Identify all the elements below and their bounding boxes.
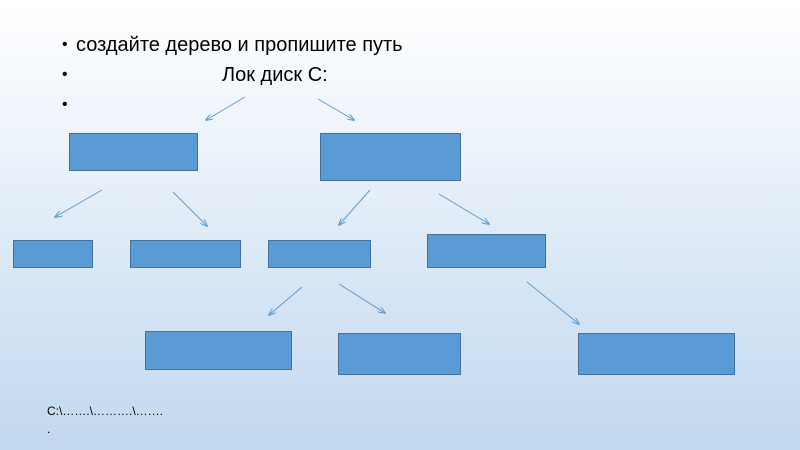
arrow-b-right — [438, 193, 489, 224]
bullet-item-empty: • — [62, 90, 403, 120]
arrow-a-right — [172, 191, 207, 226]
arrow-c-left — [269, 286, 303, 315]
folder-box-level2-1 — [13, 240, 93, 268]
arrow-c-right — [338, 283, 385, 313]
folder-box-level2-2 — [130, 240, 241, 268]
bullet-item-task: • создайте дерево и пропишите путь — [62, 30, 403, 60]
folder-box-level2-3 — [268, 240, 371, 268]
arrow-b-left — [339, 189, 371, 225]
arrow-a-left — [55, 189, 103, 217]
path-line-2: . — [47, 422, 51, 436]
arrow-root-left — [206, 96, 246, 120]
bullet-dot: • — [62, 96, 68, 113]
root-drive-label: Лок диск С: — [222, 64, 328, 86]
bullet-item-root: • Лок диск С: — [62, 60, 403, 90]
bullet-dot: • — [62, 36, 68, 53]
arrow-root-right — [317, 98, 354, 120]
folder-box-level2-4 — [427, 234, 546, 268]
folder-box-level1-left — [69, 133, 198, 171]
folder-box-level3-3 — [578, 333, 735, 375]
task-text: создайте дерево и пропишите путь — [76, 34, 403, 56]
path-line-1: C:\…….\……….\……. — [47, 404, 164, 418]
folder-box-level3-1 — [145, 331, 292, 370]
task-bullet-list: • создайте дерево и пропишите путь • Лок… — [62, 30, 403, 120]
bullet-dot: • — [62, 66, 68, 83]
arrow-d-down — [526, 281, 579, 324]
path-template: C:\…….\……….\……. . — [47, 402, 163, 438]
folder-box-level1-right — [320, 133, 461, 181]
folder-box-level3-2 — [338, 333, 461, 375]
